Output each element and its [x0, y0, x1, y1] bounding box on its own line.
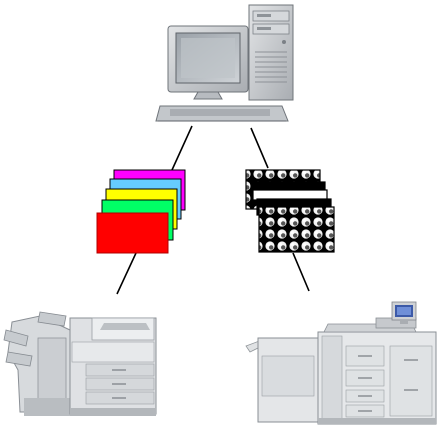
office-color-printer-icon [4, 312, 156, 416]
desktop-computer-icon [156, 5, 293, 121]
color-page-stack-icon [97, 170, 185, 253]
production-printer-icon [246, 302, 436, 424]
page-red [97, 213, 168, 253]
edge-bw-pages-to-production-printer [293, 253, 309, 291]
halftone-page-stack-icon [246, 170, 334, 252]
edge-computer-to-bw-pages [251, 128, 268, 168]
edge-color-pages-to-color-printer [117, 253, 136, 294]
edge-computer-to-color-pages [172, 126, 192, 170]
